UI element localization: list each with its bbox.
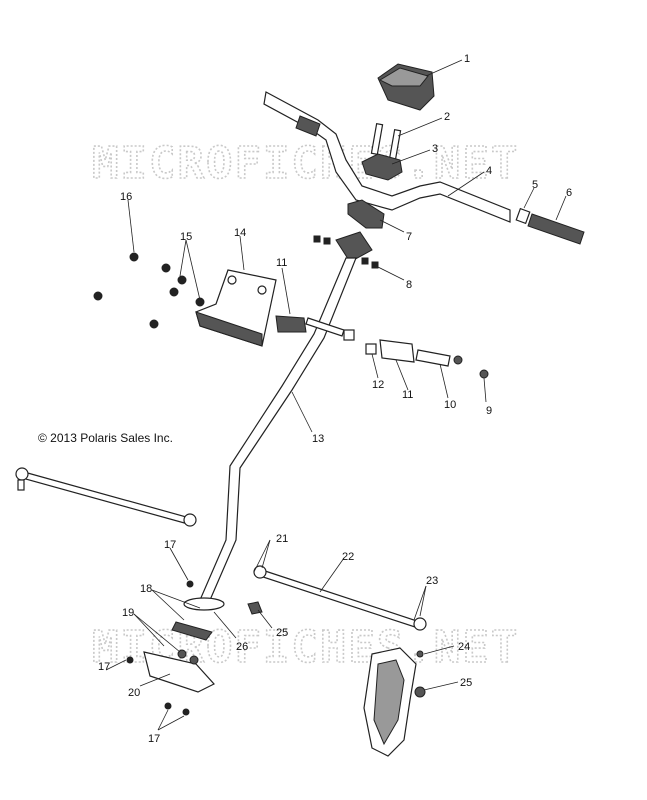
lower-clamp-part (347, 199, 385, 229)
callout-5: 5 (532, 179, 538, 191)
callout-12: 12 (372, 379, 384, 391)
callout-13: 13 (312, 433, 324, 445)
callout-19: 19 (122, 607, 134, 619)
lower-bracket-part (143, 649, 215, 693)
callout-23: 23 (426, 575, 438, 587)
callout-17-top: 17 (164, 539, 176, 551)
callout-14: 14 (234, 227, 246, 239)
callout-10: 10 (444, 399, 456, 411)
callout-25-right: 25 (460, 677, 472, 689)
linkage-parts (343, 329, 489, 379)
callout-3: 3 (432, 143, 438, 155)
callout-22: 22 (342, 551, 354, 563)
callout-15: 15 (180, 231, 192, 243)
callout-26: 26 (236, 641, 248, 653)
end-plug-part (515, 207, 531, 225)
callout-16: 16 (120, 191, 132, 203)
callout-4: 4 (486, 165, 492, 177)
callout-20: 20 (128, 687, 140, 699)
callout-25-left: 25 (276, 627, 288, 639)
callout-11-right: 11 (402, 389, 413, 401)
clamp-bolts-part (370, 123, 402, 161)
bearing-plate-parts (171, 597, 225, 641)
callout-21: 21 (276, 533, 288, 545)
callout-labels: 1 2 3 4 5 6 7 8 9 10 11 11 12 13 14 15 1… (98, 53, 572, 745)
grip-part (527, 213, 585, 245)
upper-clamp-part (361, 153, 403, 181)
spindle-knuckle (363, 647, 426, 757)
mount-bolts-part (93, 252, 205, 329)
callout-18: 18 (140, 583, 152, 595)
right-tie-rod-part (253, 565, 427, 631)
watermark-top: MICROFICHES.NET (92, 138, 519, 189)
column-top-bracket (335, 231, 373, 263)
copyright-text: © 2013 Polaris Sales Inc. (38, 431, 173, 445)
callout-24: 24 (458, 641, 470, 653)
left-tie-rod (15, 467, 197, 527)
bushing-left-part (275, 315, 307, 333)
callout-9: 9 (486, 405, 492, 417)
callout-1: 1 (464, 53, 470, 65)
callout-17-left: 17 (98, 661, 110, 673)
callout-8: 8 (406, 279, 412, 291)
handlebar-part (263, 91, 511, 223)
mount-bracket-part (195, 269, 277, 347)
leader-lines (105, 59, 567, 731)
handlebar-pad-part (377, 63, 435, 111)
callout-2: 2 (444, 111, 450, 123)
bottom-bolts-part (126, 580, 194, 716)
callout-17-bottom: 17 (148, 733, 160, 745)
nuts-part (313, 235, 379, 269)
callout-7: 7 (406, 231, 412, 243)
callout-11-left: 11 (276, 257, 287, 269)
callout-6: 6 (566, 187, 572, 199)
